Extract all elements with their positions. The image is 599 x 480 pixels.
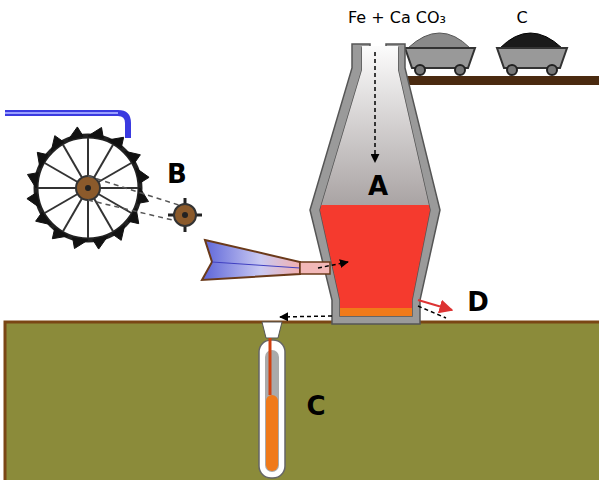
coal-cart [497, 33, 567, 75]
charge-label: Fe + Ca CO₃ [348, 10, 446, 26]
ore-cart [405, 33, 475, 75]
callout-letter: A [368, 173, 388, 199]
bellows [202, 240, 348, 280]
mould [259, 340, 285, 478]
water-wheel [27, 127, 149, 249]
callout-letter: C [306, 393, 325, 419]
fuel-label: C [516, 10, 527, 26]
cam-wheel [168, 198, 202, 232]
callout-letter: B [167, 161, 187, 187]
callout-letter: D [467, 289, 489, 315]
